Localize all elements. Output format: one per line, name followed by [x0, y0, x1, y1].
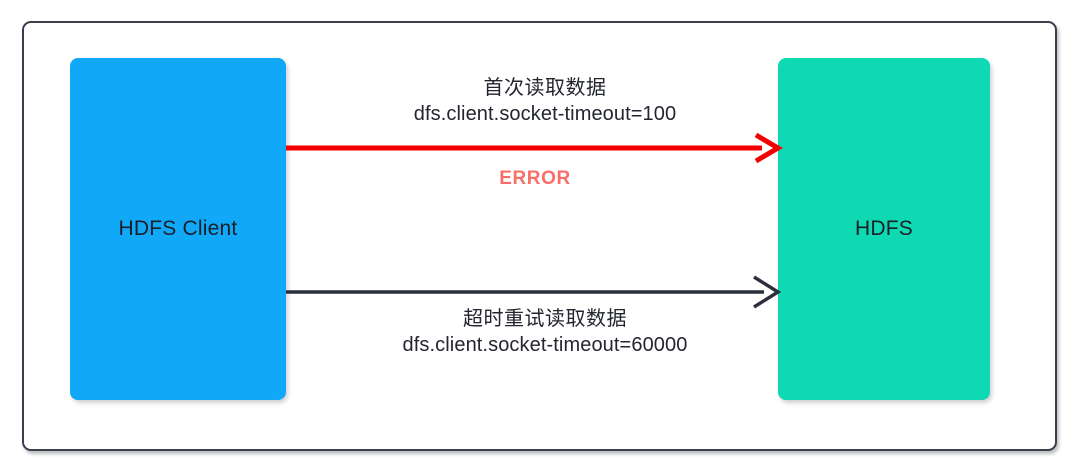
edge-label-retry-read-line1: 超时重试读取数据 — [463, 308, 627, 330]
edge-label-first-read: 首次读取数据 dfs.client.socket-timeout=100 — [295, 75, 795, 128]
arrow-retry-read — [286, 275, 782, 309]
node-hdfs-label: HDFS — [855, 217, 913, 240]
edge-label-first-read-line1: 首次读取数据 — [483, 77, 607, 99]
node-hdfs-client[interactable]: HDFS Client — [70, 58, 286, 400]
node-hdfs-client-label: HDFS Client — [118, 217, 238, 240]
edge-label-retry-read: 超时重试读取数据 dfs.client.socket-timeout=60000 — [295, 306, 795, 359]
node-hdfs[interactable]: HDFS — [778, 58, 990, 400]
status-badge-error: ERROR — [499, 168, 571, 189]
edge-label-retry-read-line2: dfs.client.socket-timeout=60000 — [402, 334, 688, 357]
edge-label-first-read-line2: dfs.client.socket-timeout=100 — [413, 103, 677, 126]
arrow-first-read — [286, 132, 783, 164]
